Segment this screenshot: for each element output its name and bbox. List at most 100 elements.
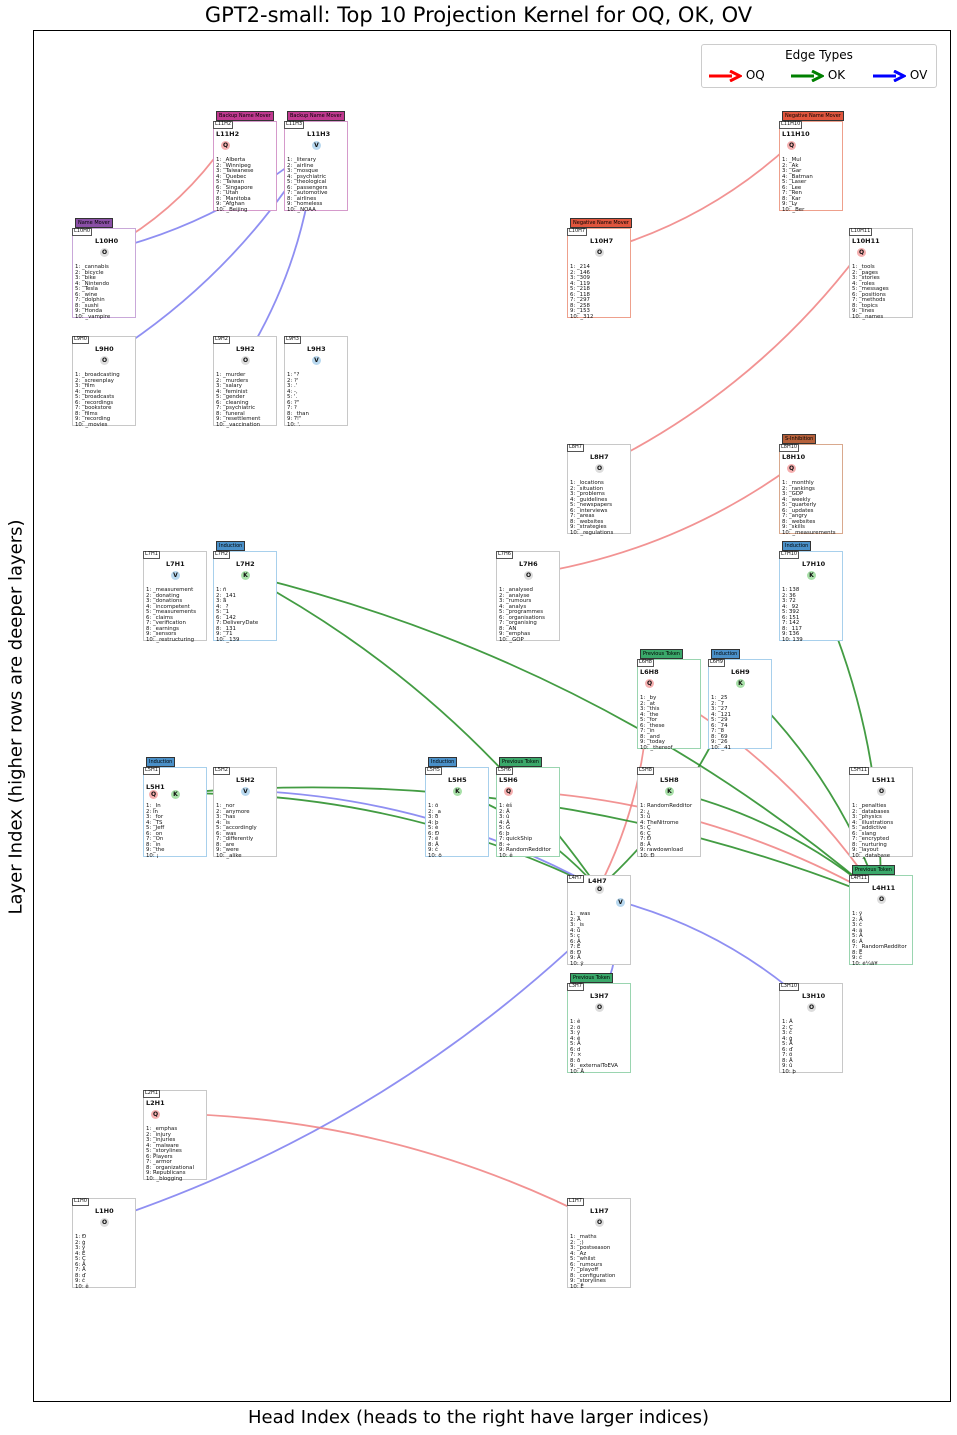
role-badge: Induction bbox=[146, 757, 176, 767]
token-item: 10: ¡ bbox=[146, 852, 159, 859]
edge-oq-l8h7-l10h11 bbox=[598, 252, 861, 469]
token-item: 3: _postseason bbox=[570, 1245, 611, 1251]
token-item: 7: _areas bbox=[570, 513, 595, 519]
token-item: 9: _recording bbox=[75, 416, 111, 422]
token-item: 4: _psychiatric bbox=[287, 173, 327, 180]
token-item: 6: _142 bbox=[216, 614, 236, 621]
legend-ov-label: OV bbox=[909, 68, 928, 82]
token-item: 8: _organizational bbox=[146, 1164, 194, 1171]
token-item: 9: _emphas bbox=[499, 631, 531, 637]
type-marker-o: O bbox=[595, 1218, 604, 1227]
token-item: 8: _Kar bbox=[782, 195, 801, 202]
token-item: 8: _films bbox=[75, 410, 98, 417]
token-item: 8: _websites bbox=[570, 518, 604, 525]
token-item: 7: ë bbox=[428, 836, 439, 842]
token-item: 7: _verification bbox=[146, 620, 186, 626]
token-item: 8: Ë bbox=[852, 949, 863, 956]
token-item: 9: Republicans bbox=[146, 1170, 186, 1176]
token-item: 4: _TS bbox=[146, 819, 163, 826]
token-item: 6: Players bbox=[146, 1153, 173, 1160]
head-label: L10H0 bbox=[95, 237, 119, 245]
token-item: 1: _broadcasting bbox=[75, 372, 120, 378]
token-item: 5: _theological bbox=[287, 179, 327, 185]
token-item: 6: ?" bbox=[287, 399, 300, 406]
token-item: 1: _tools bbox=[852, 264, 875, 270]
head-label: L8H10 bbox=[782, 453, 806, 461]
token-item: 1: Ã bbox=[782, 1019, 793, 1025]
head-label: L5H5 bbox=[448, 776, 467, 784]
type-marker-q: Q bbox=[151, 1110, 160, 1119]
token-item: 10: Ë bbox=[570, 1283, 584, 1290]
token-item: 5: _broadcasts bbox=[75, 394, 115, 400]
type-marker-q: Q bbox=[787, 141, 796, 150]
token-item: 7: _dolphin bbox=[75, 297, 105, 303]
token-item: 3: _Gar bbox=[782, 168, 802, 174]
token-item: 1: _Mul bbox=[782, 157, 802, 163]
token-item: 9: ĉ bbox=[852, 955, 862, 961]
type-marker-o: O bbox=[100, 248, 109, 257]
token-item: 10: _database bbox=[852, 852, 891, 859]
token-item: 3: _problems bbox=[570, 491, 605, 497]
token-item: 5: '. bbox=[287, 394, 298, 400]
token-item: 3: _donations bbox=[146, 598, 183, 604]
token-item: 4: _movie bbox=[75, 388, 102, 395]
token-item: 2: _donating bbox=[146, 592, 180, 599]
token-item: 10: _GOP bbox=[499, 636, 524, 643]
token-item: 8: _Manitoba bbox=[216, 195, 251, 202]
role-badge: Induction bbox=[428, 757, 458, 767]
token-item: 6: _Lee bbox=[782, 184, 802, 191]
token-item: 5: _messages bbox=[852, 286, 889, 292]
token-item: 1: _murder bbox=[216, 372, 246, 378]
token-item: 9: _lines bbox=[852, 308, 875, 314]
type-marker-q: Q bbox=[504, 787, 513, 796]
token-item: 8: ð bbox=[570, 1057, 581, 1064]
token-item: 6: _was bbox=[216, 830, 237, 837]
token-item: 3: _GDP bbox=[782, 491, 804, 497]
token-item: 6: _these bbox=[640, 722, 665, 729]
token-item: 9: _Afghan bbox=[216, 201, 245, 207]
token-item: 1: _maths bbox=[570, 1234, 597, 1240]
token-item: 8: _AN bbox=[499, 625, 517, 632]
token-item: 4: _? bbox=[216, 603, 229, 610]
token-item: 8: ÷ bbox=[499, 841, 511, 848]
token-item: 7: DeliveryDate bbox=[216, 620, 259, 626]
head-label: L3H7 bbox=[590, 992, 609, 1000]
token-item: 5: _Laser bbox=[782, 179, 807, 185]
token-item: 3: _Taiwanese bbox=[216, 168, 254, 174]
token-item: 7: Ð bbox=[640, 836, 652, 842]
token-item: 8: _than bbox=[287, 410, 309, 417]
token-item: 8: ď bbox=[75, 1272, 86, 1279]
head-tag: L8H7 bbox=[567, 444, 584, 452]
token-item: 2: _7 bbox=[711, 700, 725, 707]
token-item: 8: _258 bbox=[570, 302, 590, 309]
head-label: L5H2 bbox=[236, 776, 255, 784]
head-label: L5H6 bbox=[499, 776, 518, 784]
head-label: L2H1 bbox=[146, 1099, 165, 1107]
head-tag: L8H10 bbox=[779, 444, 800, 452]
token-item: 5: ç bbox=[570, 933, 580, 939]
token-item: 4: Ã bbox=[499, 819, 510, 826]
token-item: 10: _41 bbox=[711, 744, 731, 751]
token-item: 3: _injuries bbox=[146, 1137, 176, 1143]
token-item: 10: _names bbox=[852, 313, 884, 320]
token-item: 7: _automotive bbox=[287, 190, 328, 196]
plot-frame bbox=[33, 30, 951, 1402]
token-item: 3: _physics bbox=[852, 814, 882, 820]
head-label: L11H10 bbox=[782, 130, 810, 138]
type-marker-k: K bbox=[665, 787, 674, 796]
token-item: 5: Ç bbox=[75, 1256, 86, 1262]
token-item: 4: _guidelines bbox=[570, 496, 608, 503]
legend-item-ok: OK bbox=[790, 66, 845, 84]
type-marker-o: O bbox=[241, 356, 250, 365]
token-item: 3: _stories bbox=[852, 275, 880, 281]
